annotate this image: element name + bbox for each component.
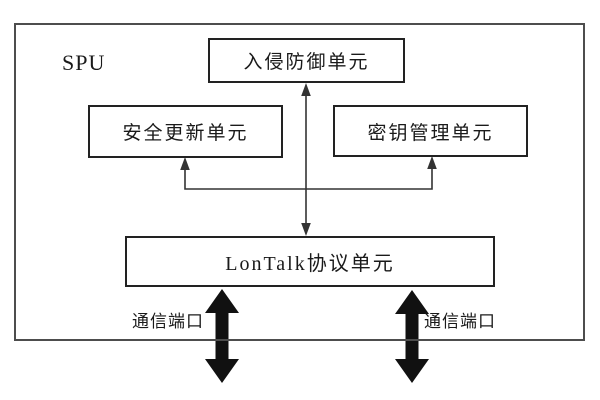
node-lontalk-protocol-unit: LonTalk协议单元 xyxy=(125,236,495,287)
node-label: 安全更新单元 xyxy=(122,123,249,144)
node-intrusion-prevention-unit: 入侵防御单元 xyxy=(208,38,405,83)
right-comm-port-label: 通信端口 xyxy=(424,312,496,331)
node-label: LonTalk协议单元 xyxy=(225,253,395,275)
node-key-management-unit: 密钥管理单元 xyxy=(333,105,528,157)
spu-label: SPU xyxy=(62,50,106,75)
node-label: 密钥管理单元 xyxy=(367,122,494,144)
node-label: 入侵防御单元 xyxy=(243,52,370,73)
spu-enclosure-box xyxy=(14,23,585,341)
left-comm-port-label: 通信端口 xyxy=(132,312,204,331)
node-security-update-unit: 安全更新单元 xyxy=(88,105,283,158)
